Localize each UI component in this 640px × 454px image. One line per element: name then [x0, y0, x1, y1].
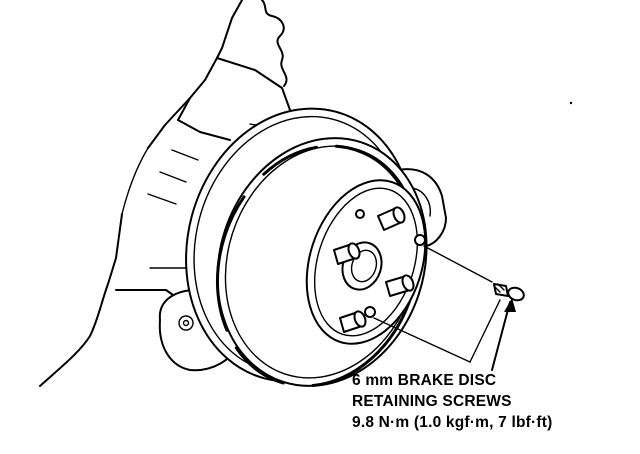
callout-line-name: RETAINING SCREWS: [352, 393, 512, 410]
wheel-studs: [333, 206, 415, 333]
wheel-stud: [377, 206, 406, 231]
screw-hole: [364, 306, 376, 318]
screw-hole: [414, 234, 426, 246]
strut-upper-outline: [177, 0, 301, 127]
wheel-stud: [333, 242, 361, 265]
speck: [569, 101, 573, 105]
screw-callout-label: 6 mm BRAKE DISC RETAINING SCREWS 9.8 N·m…: [352, 370, 634, 433]
callout-line-torque: 9.8 N·m (1.0 kgf·m, 7 lbf·ft): [352, 414, 553, 431]
leader-lines: [373, 245, 501, 363]
wheel-stud: [339, 310, 367, 333]
retaining-screw-holes: [355, 209, 426, 318]
wheel-stud: [385, 274, 415, 297]
callout-arrow: [491, 298, 516, 371]
callout-line-part: 6 mm BRAKE DISC: [352, 372, 497, 389]
retaining-screw: [493, 283, 525, 302]
screw-hole: [355, 209, 365, 219]
